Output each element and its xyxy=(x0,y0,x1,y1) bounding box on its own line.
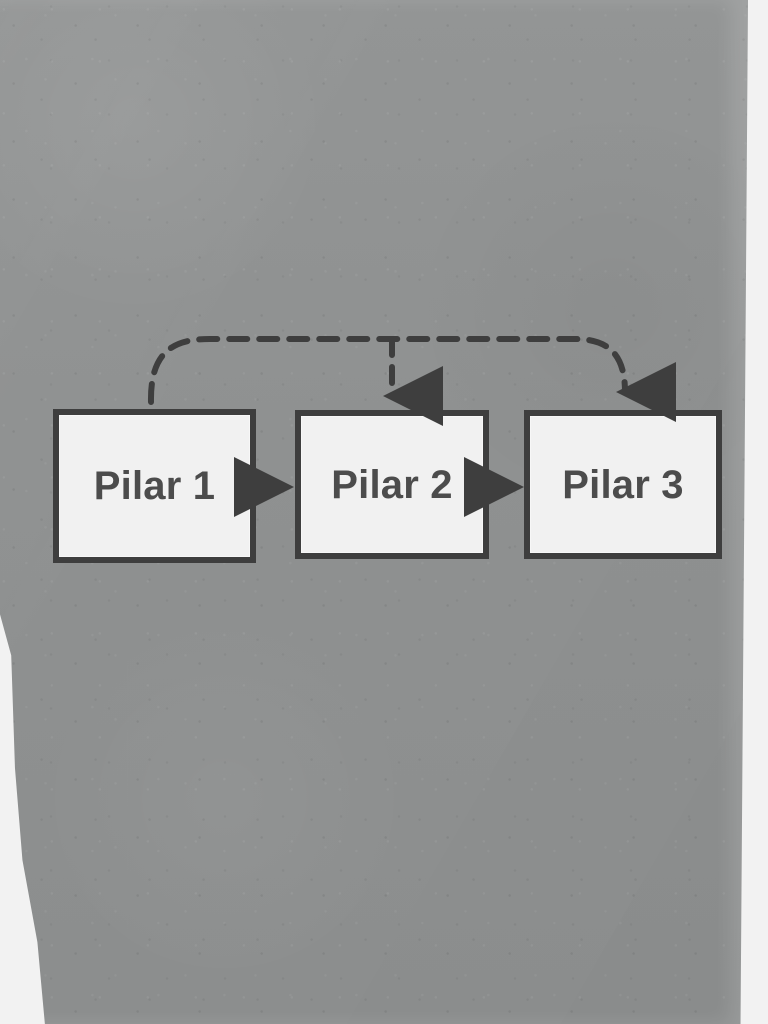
pilar-1-box: Pilar 1 xyxy=(53,409,256,563)
pilar-1-label: Pilar 1 xyxy=(93,464,216,508)
dashed-loop-arrow xyxy=(147,336,677,422)
pilar-3-label: Pilar 3 xyxy=(562,462,684,507)
pilar-2-box: Pilar 2 xyxy=(295,410,489,559)
pilar-2-label: Pilar 2 xyxy=(331,462,453,507)
pilar-3-box: Pilar 3 xyxy=(524,410,722,559)
